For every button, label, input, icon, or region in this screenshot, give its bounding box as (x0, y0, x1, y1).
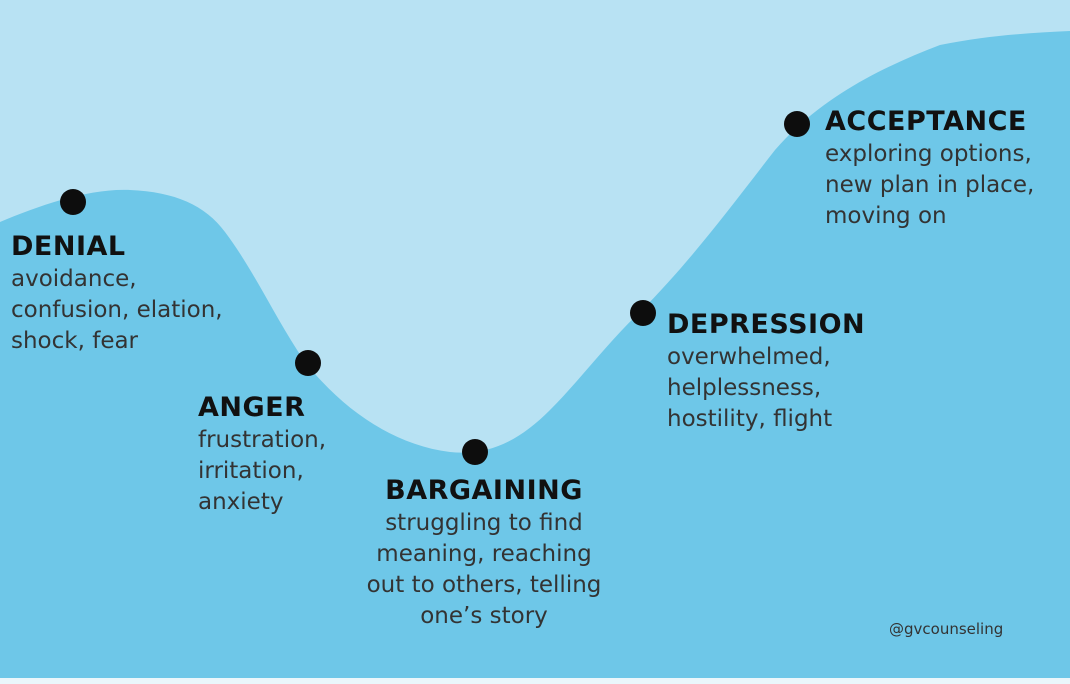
stage-title: ACCEPTANCE (825, 106, 1027, 137)
acceptance-dot (784, 111, 810, 137)
stage-title: DENIAL (11, 231, 126, 262)
stage-title: BARGAINING (385, 475, 583, 506)
stage-anger: ANGER frustration, irritation, anxiety (198, 391, 326, 518)
stage-description: struggling to find meaning, reaching out… (366, 510, 602, 629)
bargaining-dot (462, 439, 488, 465)
stage-acceptance: ACCEPTANCE exploring options, new plan i… (825, 105, 1034, 232)
stage-title: ANGER (198, 392, 306, 423)
hill-curve (0, 31, 1070, 684)
stage-description: exploring options, new plan in place, mo… (825, 141, 1035, 229)
stage-description: frustration, irritation, anxiety (198, 427, 327, 515)
stage-denial: DENIAL avoidance, confusion, elation, sh… (11, 230, 223, 357)
depression-dot (630, 300, 656, 326)
denial-dot (60, 189, 86, 215)
anger-dot (295, 350, 321, 376)
bottom-border (0, 678, 1070, 684)
stage-depression: DEPRESSION overwhelmed, helplessness, ho… (667, 308, 865, 435)
stage-description: avoidance, confusion, elation, shock, fe… (11, 266, 223, 354)
credit-handle: @gvcounseling (889, 620, 1004, 638)
stage-title: DEPRESSION (667, 309, 866, 340)
stage-description: overwhelmed, helplessness, hostility, fl… (667, 344, 833, 432)
stage-bargaining: BARGAINING struggling to find meaning, r… (334, 474, 634, 632)
